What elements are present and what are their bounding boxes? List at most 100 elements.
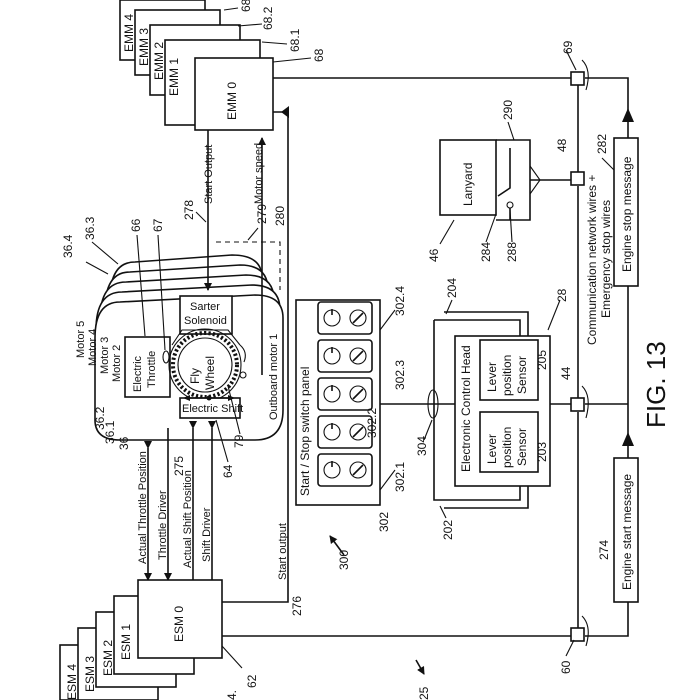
starter-label-2: Solenoid [184,315,227,327]
esm-ref-4: 4. [225,690,239,700]
signal-wires: Start Output 278 Motor speed 280 279 Act… [137,106,304,616]
throttle-label-1: Electric [132,355,144,392]
esm-4-label: ESM 4 [65,664,79,700]
electric-throttle-box [124,336,171,398]
motor-ref-36-2: 36.2 [93,406,107,430]
switch-panel-title: Start / Stop switch panel [298,367,312,496]
motor-ref-67: 67 [151,218,165,232]
network-ref-69: 69 [561,40,575,54]
engine-start-label: Engine start message [620,474,634,590]
network-ref-25: 25 [417,686,431,700]
motor-speed-label: Motor speed [253,143,265,204]
esm-0-box [137,579,223,659]
network-ref-60: 60 [559,660,573,674]
emm-ref-68: 68 [312,48,326,62]
emm-0-label: EMM 0 [225,82,239,120]
signal-ref-280: 280 [273,206,287,226]
throttle-actuator-icon [162,350,170,364]
network-label-line1: Communication network wires + [585,175,599,345]
switch-pair [317,453,373,487]
switch-panel: Start / Stop switch panel 302 302.1 302.… [295,286,455,570]
esm-2-label: ESM 2 [101,640,115,676]
head-ref-203: 203 [535,442,549,462]
motor-ref-66: 66 [129,218,143,232]
stop-switch-icon [349,461,367,479]
engine-start-box [613,457,639,603]
lanyard-ref-284: 284 [479,242,493,262]
network-node-48 [570,171,585,186]
outboard-motor-label: Outboard motor 1 [268,334,280,420]
network-ref-274: 274 [597,540,611,560]
head-ref-205: 205 [535,350,549,370]
emm-ref-68-1: 68.1 [288,28,302,52]
network-ref-282: 282 [595,134,609,154]
stop-switch-icon [349,423,367,441]
motor-ref-36-4: 36.4 [61,234,75,258]
lanyard-ref-288: 288 [505,242,519,262]
throttle-driver-label: Throttle Driver [157,490,169,560]
panel-ref-302-1: 302.1 [393,462,407,492]
network-node-60 [570,627,585,642]
motor-ref-36: 36 [117,436,131,450]
motor-ref-79: 79 [232,434,246,448]
motor-stack: Motor 5 Motor 4 Motor 3 Motor 2 Outboard… [61,216,284,478]
emm-2-label: EMM 2 [152,42,166,80]
motor-4-label: Motor 4 [87,329,99,366]
switch-pair [317,301,373,335]
lanyard-label: Lanyard [461,163,475,206]
stop-switch-icon [349,347,367,365]
actual-shift-label: Actual Shift Position [182,470,194,568]
sensor-203-l3: Sensor [515,428,529,466]
emm-0-box [194,57,274,131]
sensor-203-l2: position [500,427,514,468]
emm-stack: EMM 4 EMM 3 EMM 2 EMM 1 EMM 0 68. 68.2 6… [119,0,326,131]
esm-0-label: ESM 0 [172,606,186,642]
emm-3-label: EMM 3 [137,28,151,66]
lever-sensor-203-box [479,411,539,473]
lever-sensor-205-box [479,339,539,401]
start-output-top-label: Start Output [203,145,215,204]
head-ref-304: 304 [415,436,429,456]
engine-stop-label: Engine stop message [620,156,634,272]
network-ref-44: 44 [559,366,573,380]
panel-ref-302: 302 [377,512,391,532]
esm-ref-62: 62 [245,674,259,688]
flywheel-label-1: Fly [188,368,202,384]
start-output-bottom-label: Start output [277,523,289,580]
lanyard-box [439,139,497,216]
motor-3-label: Motor 3 [99,337,111,374]
cable-clamp-icon [427,389,439,419]
motor-ref-36-3: 36.3 [83,216,97,240]
flywheel-label-2: Wheel [203,356,217,390]
lanyard-ref-48: 48 [555,138,569,152]
esm-stack: ESM 4 ESM 3 ESM 2 ESM 1 ESM 0 62 4. [59,579,259,700]
lanyard-ref-290: 290 [501,100,515,120]
panel-ref-300: 300 [337,550,351,570]
emm-ref-68-2: 68.2 [261,6,275,30]
esm-1-label: ESM 1 [119,624,133,660]
stop-switch-icon [349,309,367,327]
panel-ref-302-4: 302.4 [393,286,407,316]
shift-label: Electric Shift [182,403,243,415]
motor-5-label: Motor 5 [75,321,87,358]
panel-ref-302-3: 302.3 [393,360,407,390]
signal-ref-276: 276 [290,596,304,616]
network-node-44 [570,397,585,412]
switch-pair [317,377,373,411]
throttle-label-2: Throttle [146,351,158,388]
figure-caption: FIG. 13 [641,341,671,428]
panel-ref-302-2: 302.2 [365,408,379,438]
sensor-203-l1: Lever [485,434,499,464]
lanyard-ref-46: 46 [427,248,441,262]
sensor-205-l2: position [500,355,514,396]
stop-switch-icon [349,385,367,403]
control-head-title: Electronic Control Head [459,345,473,472]
switch-group [317,301,373,487]
motor-ref-36-1: 36.1 [103,420,117,444]
emm-1-label: EMM 1 [167,58,181,96]
sensor-205-l3: Sensor [515,356,529,394]
signal-ref-279: 279 [255,204,269,224]
lanyard-group: Lanyard 46 48 284 288 290 [427,100,572,262]
actual-throttle-label: Actual Throttle Position [137,451,149,564]
